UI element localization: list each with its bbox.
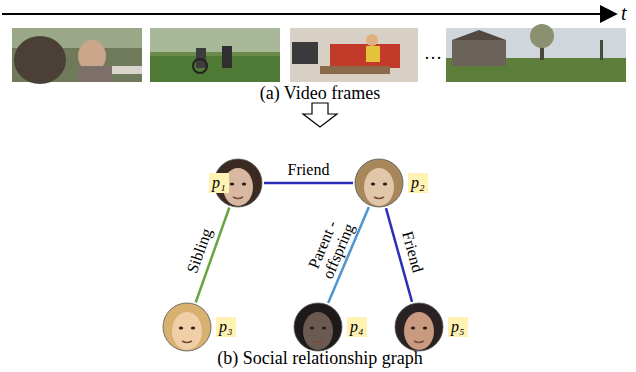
person-node: p₅ (394, 302, 444, 352)
person-node: p₃ (162, 302, 212, 352)
down-arrow (303, 103, 337, 127)
person-id: p₂ (408, 173, 428, 193)
subfigure-caption: (b) Social relationship graph (217, 349, 422, 369)
video-frame (290, 28, 418, 82)
axis-label: t (621, 2, 627, 24)
relation-label: Parent -offspring (304, 214, 358, 281)
face-photo (394, 302, 444, 352)
relation-line (264, 182, 353, 185)
person-id: p₅ (448, 317, 468, 337)
subfigure-caption: (a) Video frames (260, 84, 381, 104)
person-id: p₃ (216, 317, 236, 337)
time-axis (2, 13, 616, 15)
face-photo (293, 302, 343, 352)
video-frame (12, 28, 142, 84)
person-id: p₁ (209, 173, 229, 193)
person-node: p₁ (213, 158, 263, 208)
video-frame (150, 28, 280, 82)
video-frame (446, 24, 626, 82)
person-node: p₄ (293, 302, 343, 352)
relation-label: Sibling (185, 226, 216, 275)
person-id: p₄ (347, 317, 367, 337)
person-node: p₂ (354, 158, 404, 208)
face-photo (162, 302, 212, 352)
ellipsis: … (424, 44, 442, 64)
face-photo (354, 158, 404, 208)
relation-label: Friend (288, 162, 330, 179)
